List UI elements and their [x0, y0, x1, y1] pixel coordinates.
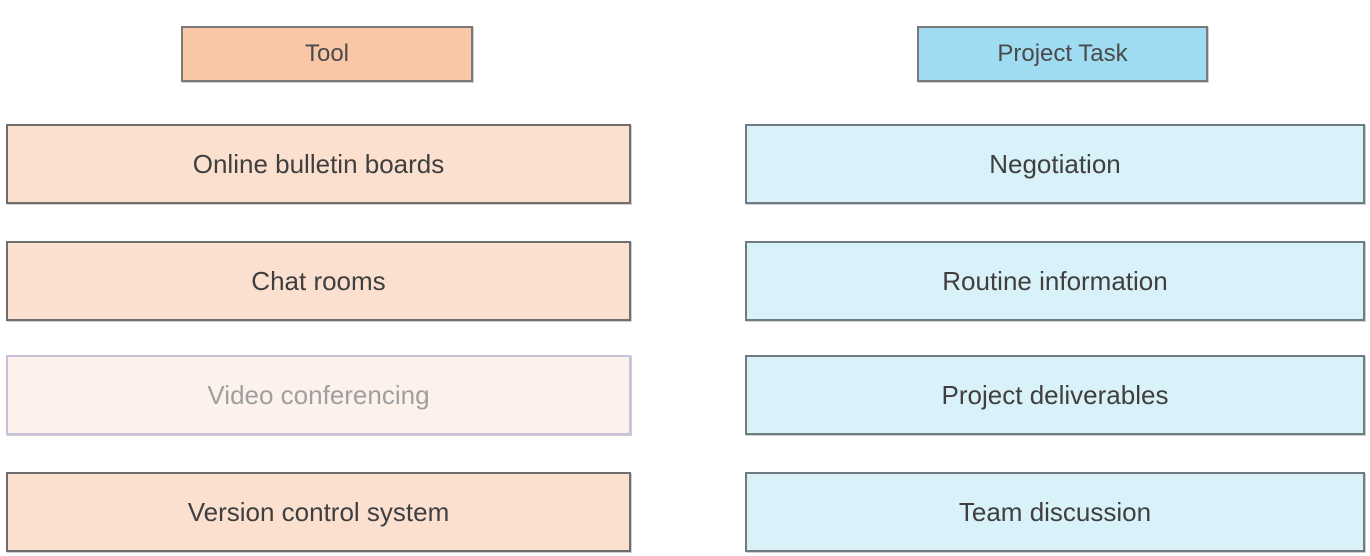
tool-header-label: Tool: [304, 40, 350, 67]
project-task-header-label: Project Task: [997, 40, 1128, 67]
project-task-column-header: Project Task: [917, 26, 1208, 82]
task-target-negotiation[interactable]: Negotiation: [745, 124, 1365, 204]
task-item-label: Routine information: [942, 265, 1168, 296]
tool-column-header: Tool: [181, 26, 473, 82]
task-item-label: Team discussion: [958, 496, 1152, 527]
task-target-project-deliverables[interactable]: Project deliverables: [745, 355, 1365, 435]
tool-item-label: Version control system: [187, 496, 450, 527]
tool-item-label: Chat rooms: [251, 265, 386, 296]
task-target-routine-information[interactable]: Routine information: [745, 241, 1365, 321]
task-target-team-discussion[interactable]: Team discussion: [745, 472, 1365, 552]
tool-item-label: Online bulletin boards: [192, 148, 445, 179]
tool-item-video-conferencing[interactable]: Video conferencing: [6, 355, 631, 435]
tool-item-label: Video conferencing: [207, 379, 430, 410]
task-item-label: Negotiation: [989, 148, 1121, 179]
tool-item-online-bulletin-boards[interactable]: Online bulletin boards: [6, 124, 631, 204]
task-item-label: Project deliverables: [941, 379, 1169, 410]
tool-item-chat-rooms[interactable]: Chat rooms: [6, 241, 631, 321]
tool-item-version-control-system[interactable]: Version control system: [6, 472, 631, 552]
